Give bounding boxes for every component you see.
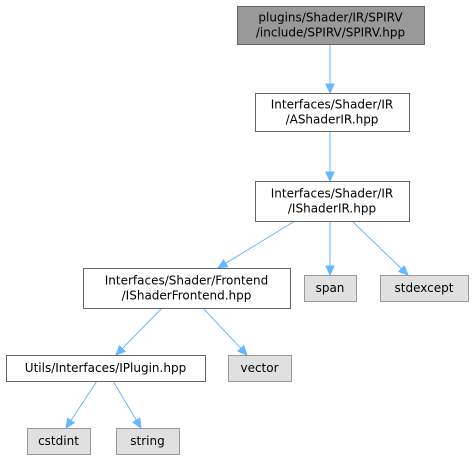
node-box: [255, 93, 410, 132]
node-box: [6, 355, 206, 382]
arrowhead-icon: [325, 171, 335, 183]
arrowhead-icon: [132, 417, 142, 430]
node-box: [228, 355, 292, 382]
arrowhead-icon: [115, 344, 127, 356]
edge-ishaderir-to-stdexcept: [351, 220, 409, 276]
node-box: [83, 268, 291, 309]
node-cstdint: cstdint: [27, 428, 91, 455]
edge-ashaderir-to-ishaderir: [325, 131, 335, 183]
node-label-line: /AShaderIR.hpp: [286, 113, 379, 127]
node-box: [27, 428, 91, 455]
edge-iplugin-to-cstdint: [65, 380, 98, 430]
node-label-line: /IShaderIR.hpp: [288, 202, 376, 216]
edge-ishaderfrontend-to-iplugin: [115, 307, 163, 356]
edge-ishaderfrontend-to-vector: [202, 307, 248, 356]
edge-line: [225, 220, 296, 264]
arrowhead-icon: [397, 265, 409, 276]
node-label-line: span: [316, 281, 345, 295]
node-box: [237, 6, 425, 45]
node-label-line: stdexcept: [395, 281, 454, 295]
edge-line: [121, 307, 163, 349]
arrowhead-icon: [236, 344, 248, 356]
node-label-line: /include/SPIRV/SPIRV.hpp: [256, 26, 405, 40]
node-ishaderir[interactable]: Interfaces/Shader/IR/IShaderIR.hpp: [255, 181, 410, 222]
node-string: string: [116, 428, 180, 455]
node-box: [304, 275, 357, 302]
node-span: span: [304, 275, 357, 302]
arrowhead-icon: [325, 265, 335, 277]
node-label-line: cstdint: [38, 434, 79, 448]
node-label-line: Utils/Interfaces/IPlugin.hpp: [25, 361, 186, 375]
node-stdexcept: stdexcept: [380, 275, 469, 302]
node-label-line: Interfaces/Shader/IR: [271, 187, 393, 201]
edge-line: [112, 380, 137, 421]
node-label-line: Interfaces/Shader/IR: [271, 98, 393, 112]
node-label-line: string: [130, 434, 164, 448]
node-box: [116, 428, 180, 455]
node-ashaderir[interactable]: Interfaces/Shader/IR/AShaderIR.hpp: [255, 93, 410, 132]
arrowhead-icon: [325, 83, 335, 95]
edge-line: [202, 307, 242, 349]
node-label-line: vector: [240, 361, 278, 375]
edge-ishaderir-to-ishaderfrontend: [216, 220, 296, 269]
arrowhead-icon: [216, 258, 229, 269]
node-label-line: plugins/Shader/IR/SPIRV: [258, 11, 403, 25]
edge-spirv-to-ashaderir: [325, 44, 335, 95]
edge-iplugin-to-string: [112, 380, 142, 430]
node-box: [380, 275, 469, 302]
node-label-line: Interfaces/Shader/Frontend: [105, 274, 269, 288]
node-label-line: /IShaderFrontend.hpp: [122, 289, 252, 303]
node-iplugin[interactable]: Utils/Interfaces/IPlugin.hpp: [6, 355, 206, 382]
edge-line: [351, 220, 402, 270]
node-spirv[interactable]: plugins/Shader/IR/SPIRV/include/SPIRV/SP…: [237, 6, 425, 45]
edges-layer: [65, 44, 409, 430]
node-ishaderfrontend[interactable]: Interfaces/Shader/Frontend/IShaderFronte…: [83, 268, 291, 309]
node-box: [255, 181, 410, 222]
edge-line: [70, 380, 98, 421]
node-vector: vector: [228, 355, 292, 382]
arrowhead-icon: [65, 417, 76, 430]
edge-ishaderir-to-span: [325, 221, 335, 277]
nodes-layer: plugins/Shader/IR/SPIRV/include/SPIRV/SP…: [6, 6, 469, 455]
